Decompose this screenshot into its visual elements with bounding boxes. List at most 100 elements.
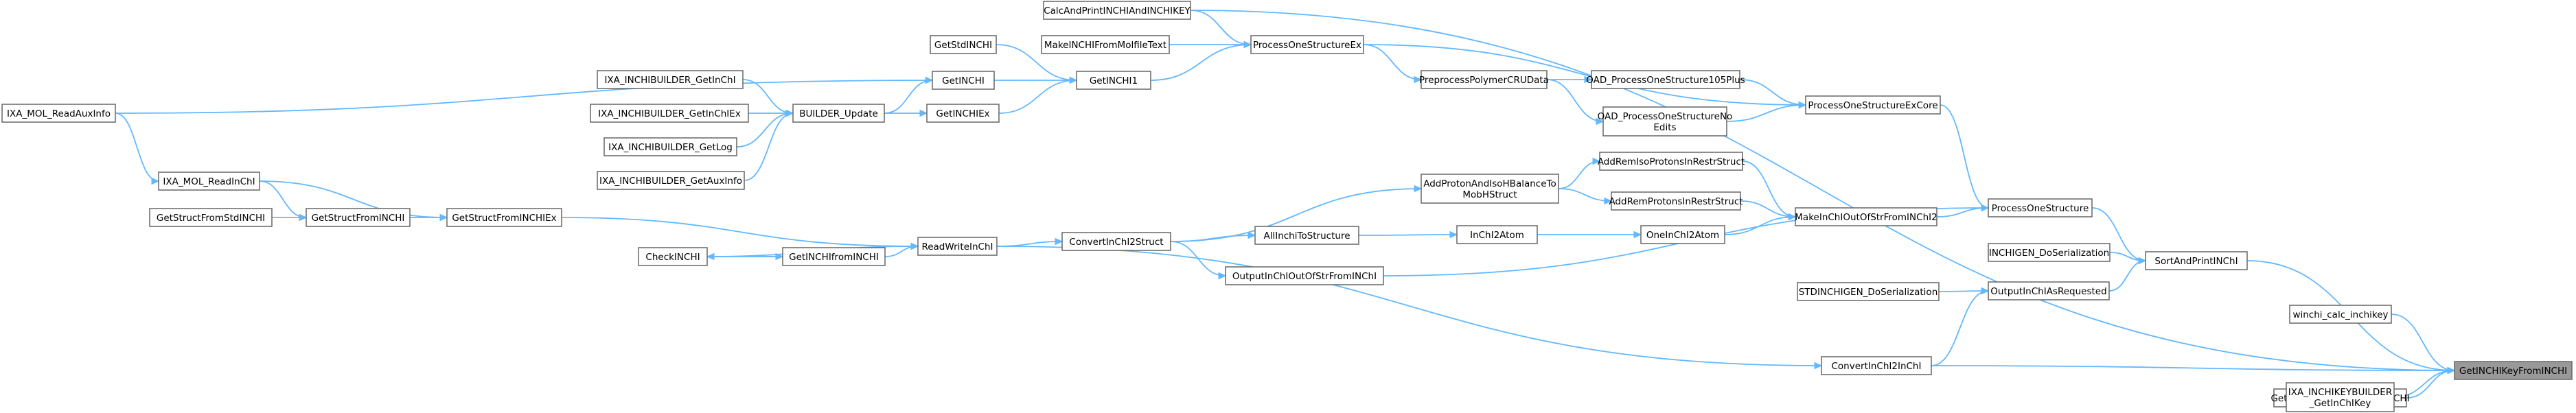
node-ProcessOneStructureExCore[interactable]: ProcessOneStructureExCore: [1805, 95, 1941, 115]
node-OutputInChIOutOfStrFromINChI[interactable]: OutputInChIOutOfStrFromINChI: [1225, 266, 1384, 285]
arrowhead-IXA_MOL_ReadInChI-to-GetStructFromINCHI: [299, 213, 308, 222]
arrowhead-AddProtonAndIsoHBalanceToMobHStruct-to-AddRemIsoProtonsInRestrStruct: [1592, 157, 1601, 165]
node-label: IXA_INCHIBUILDER_GetLog: [608, 142, 733, 153]
edge-ReadWriteInChI-to-ConvertInChI2InChI: [996, 246, 1822, 366]
node-IXA_INCHIBUILDER_GetLog[interactable]: IXA_INCHIBUILDER_GetLog: [603, 137, 737, 156]
node-GetINCHIKeyFromINCHI[interactable]: GetINCHIKeyFromINCHI: [2454, 361, 2573, 380]
node-OutputInChIAsRequested[interactable]: OutputInChIAsRequested: [1988, 281, 2110, 300]
node-SortAndPrintINChI[interactable]: SortAndPrintINChI: [2145, 251, 2248, 270]
node-GetStructFromStdINCHI[interactable]: GetStructFromStdINCHI: [149, 208, 273, 227]
node-GetStdINCHI[interactable]: GetStdINCHI: [930, 35, 997, 54]
edge-IXA_INCHIBUILDER_GetAuxInfo-to-BUILDER_Update: [744, 113, 794, 181]
node-label: AddRemProtonsInRestrStruct: [1609, 196, 1743, 207]
node-box: [1988, 198, 2093, 217]
node-MakeINCHIFromMolfileText[interactable]: MakeINCHIFromMolfileText: [1041, 35, 1170, 54]
edge-ConvertInChI2Struct-to-OutputInChIOutOfStrFromINChI: [1170, 241, 1226, 276]
arrowhead-IXA_MOL_ReadAuxInfo-to-IXA_MOL_ReadInChI: [151, 177, 160, 185]
edge-IXA_INCHIBUILDER_GetLog-to-BUILDER_Update: [736, 113, 794, 148]
node-box: [1599, 152, 1743, 171]
node-MakeInChIOutOfStrFromINChI2[interactable]: MakeInChIOutOfStrFromINChI2: [1795, 207, 1937, 226]
node-box: [792, 104, 885, 123]
node-label: ProcessOneStructureEx: [1253, 40, 1361, 51]
node-IXA_INCHIBUILDER_GetInChIEx[interactable]: IXA_INCHIBUILDER_GetInChIEx: [590, 104, 749, 123]
node-BUILDER_Update[interactable]: BUILDER_Update: [792, 104, 885, 123]
edge-AddRemProtonsInRestrStruct-to-MakeInChIOutOfStrFromINChI2: [1740, 200, 1796, 217]
node-GetStructFromINCHIEx[interactable]: GetStructFromINCHIEx: [446, 208, 562, 227]
node-box: [1821, 356, 1932, 375]
node-box: [597, 171, 745, 190]
edge-ProcessOneStructure-to-SortAndPrintINChI: [2091, 207, 2146, 261]
arrowhead-ReadWriteInChI-to-ConvertInChI2InChI: [1814, 362, 1823, 370]
node-IXA_MOL_ReadAuxInfo[interactable]: IXA_MOL_ReadAuxInfo: [1, 104, 116, 123]
node-ConvertInChI2InChI[interactable]: ConvertInChI2InChI: [1821, 356, 1932, 375]
node-box: [590, 104, 749, 123]
edge-IXA_MOL_ReadInChI-to-GetStructFromINCHIEx: [259, 180, 448, 218]
node-IXA_INCHIBUILDER_GetInChI[interactable]: IXA_INCHIBUILDER_GetInChI: [597, 70, 744, 89]
edge-IXA_MOL_ReadAuxInfo-to-IXA_MOL_ReadInChI: [115, 113, 159, 182]
arrowhead-BUILDER_Update-to-GetINCHI: [925, 76, 934, 84]
edge-OAD_ProcessOneStructure105Plus-to-ProcessOneStructureExCore: [1739, 79, 1806, 106]
node-box: [1061, 232, 1171, 251]
node-label: GetINCHIKeyFromINCHI: [2459, 366, 2567, 377]
edge-AddRemIsoProtonsInRestrStruct-to-MakeInChIOutOfStrFromINChI2: [1742, 161, 1796, 217]
node-box: [2289, 305, 2392, 324]
node-InChI2Atom[interactable]: InChI2Atom: [1456, 225, 1538, 244]
node-CalcAndPrintINCHIAndINCHIKEY[interactable]: CalcAndPrintINCHIAndINCHIKEY: [1043, 1, 1191, 20]
node-AllInchiToStructure[interactable]: AllInchiToStructure: [1254, 226, 1359, 245]
node-label: winchi_calc_inchikey: [2292, 309, 2388, 320]
node-ReadWriteInChI[interactable]: ReadWriteInChI: [917, 237, 998, 256]
node-label: InChI2Atom: [1470, 230, 1524, 241]
node-box: [932, 71, 995, 90]
node-STDINCHIGEN_DoSerialization[interactable]: STDINCHIGEN_DoSerialization: [1797, 282, 1940, 301]
node-box: [597, 70, 744, 89]
node-AddRemProtonsInRestrStruct[interactable]: AddRemProtonsInRestrStruct: [1609, 191, 1743, 211]
node-GetINCHI[interactable]: GetINCHI: [932, 71, 995, 90]
node-box: [1591, 70, 1740, 89]
edge-MakeInChIOutOfStrFromINChI2-to-ProcessOneStructure: [1936, 207, 1989, 217]
node-OAD_ProcessOneStructure105Plus[interactable]: OAD_ProcessOneStructure105Plus: [1586, 70, 1745, 89]
node-label: ConvertInChI2Struct: [1069, 237, 1163, 248]
node-label: STDINCHIGEN_DoSerialization: [1799, 287, 1938, 298]
node-label: CalcAndPrintINCHIAndINCHIKEY: [1044, 5, 1191, 16]
arrowhead-GetINCHIEx-to-GetINCHI1: [1069, 76, 1078, 84]
node-PreprocessPolymerCRUData[interactable]: PreprocessPolymerCRUData: [1419, 70, 1549, 89]
arrowhead-ConvertInChI2InChI-to-OutputInChIAsRequested: [1981, 287, 1990, 295]
node-OneInChI2Atom[interactable]: OneInChI2Atom: [1640, 225, 1725, 244]
node-GetINCHIEx[interactable]: GetINCHIEx: [926, 104, 1000, 123]
node-box: [782, 247, 886, 266]
node-ConvertInChI2Struct[interactable]: ConvertInChI2Struct: [1061, 232, 1171, 251]
node-GetINCHI1[interactable]: GetINCHI1: [1076, 71, 1151, 90]
node-INCHIGEN_DoSerialization[interactable]: INCHIGEN_DoSerialization: [1988, 243, 2111, 262]
node-GetINCHIfromINCHI[interactable]: GetINCHIfromINCHI: [782, 247, 886, 266]
node-box: [1254, 226, 1359, 245]
edge-OAD_ProcessOneStructureNoEdits-to-ProcessOneStructureExCore: [1726, 104, 1806, 122]
node-winchi_calc_inchikey[interactable]: winchi_calc_inchikey: [2289, 305, 2392, 324]
node-ProcessOneStructure[interactable]: ProcessOneStructure: [1988, 198, 2093, 217]
node-GetStructFromINCHI[interactable]: GetStructFromINCHI: [306, 208, 411, 227]
node-CheckINCHI[interactable]: CheckINCHI: [638, 247, 708, 266]
node-box: [1602, 106, 1727, 137]
node-label: OutputInChIOutOfStrFromINChI: [1232, 271, 1377, 282]
edge-CalcAndPrintINCHIAndINCHIKEY-to-GetINCHIKeyFromINCHI: [1190, 10, 2455, 371]
node-label: GetStructFromINCHI: [312, 213, 405, 224]
edge-GetStdINCHI-to-GetINCHI1: [996, 44, 1077, 81]
node-IXA_INCHIBUILDER_GetAuxInfo[interactable]: IXA_INCHIBUILDER_GetAuxInfo: [597, 171, 745, 190]
node-AddRemIsoProtonsInRestrStruct[interactable]: AddRemIsoProtonsInRestrStruct: [1598, 152, 1745, 171]
node-box: [917, 237, 998, 256]
arrowhead-BUILDER_Update-to-GetINCHIEx: [919, 109, 928, 117]
node-box: [1421, 70, 1548, 89]
node-IXA_MOL_ReadInChI[interactable]: IXA_MOL_ReadInChI: [158, 172, 260, 191]
edge-ProcessOneStructureExCore-to-ProcessOneStructure: [1940, 104, 1989, 209]
node-box: [638, 247, 708, 266]
node-IXA_INCHIKEYBUILDER_GetInChIKey[interactable]: IXA_INCHIKEYBUILDER_GetInChIKey: [2286, 382, 2395, 412]
node-ProcessOneStructureEx[interactable]: ProcessOneStructureEx: [1250, 35, 1364, 54]
node-label: OAD_ProcessOneStructure105Plus: [1586, 75, 1745, 86]
arrowhead-OneInChI2Atom-to-MakeInChIOutOfStrFromINChI2: [1788, 213, 1797, 221]
node-label: OneInChI2Atom: [1646, 230, 1719, 241]
edge-GetStructFromINCHIEx-to-ReadWriteInChI: [561, 217, 919, 247]
arrowhead-OutputInChIAsRequested-to-SortAndPrintINChI: [2138, 257, 2147, 265]
arrowhead-PreprocessPolymerCRUData-to-OAD_ProcessOneStructureNoEdits: [1596, 117, 1605, 126]
